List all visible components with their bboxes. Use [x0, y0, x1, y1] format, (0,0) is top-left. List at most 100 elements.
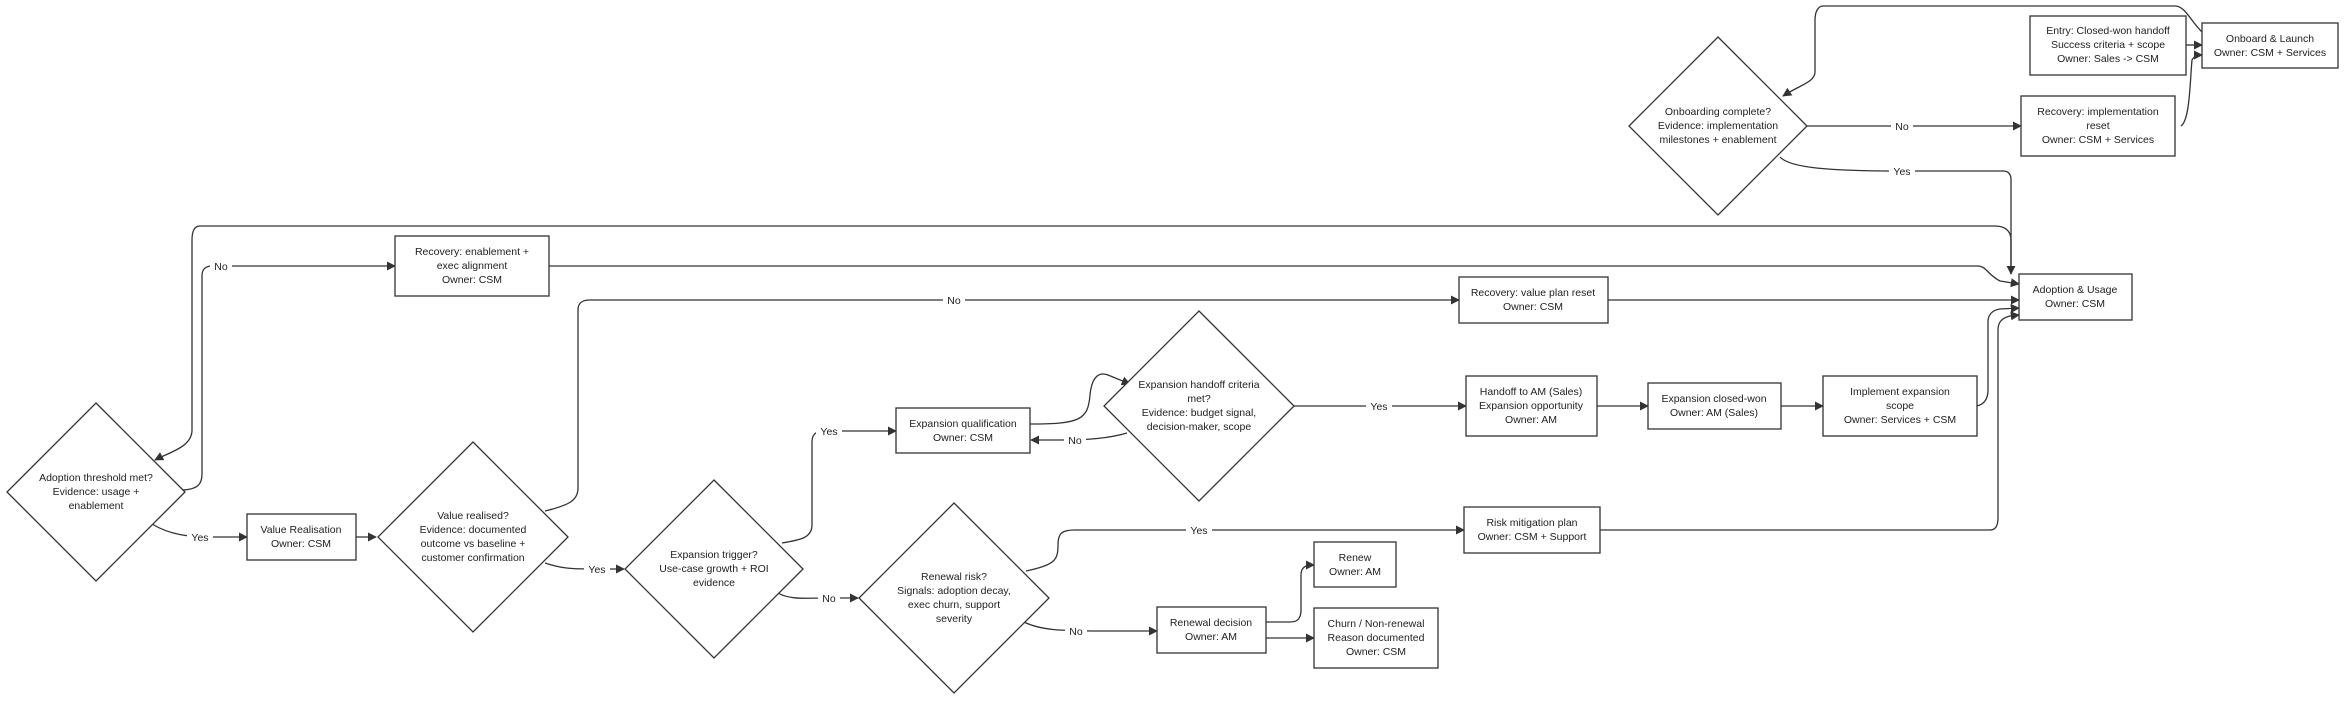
node-risk-mitigation-line: Risk mitigation plan [1486, 517, 1577, 529]
node-implement-expansion-line: Owner: Services + CSM [1844, 414, 1956, 426]
node-entry-line: Success criteria + scope [2051, 39, 2165, 51]
edge-label-handoff-criteria-no: No [1068, 435, 1082, 447]
node-renewal-risk-diamond [858, 502, 1050, 694]
node-expansion-won[interactable]: Expansion closed-won Owner: AM (Sales) [1647, 382, 1782, 430]
edge-label-bg [584, 563, 610, 576]
node-renewal-decision-box [1156, 606, 1267, 654]
node-onboard-line: Onboard & Launch [2226, 33, 2314, 45]
edge-label-expansion-trigger-yes: Yes [820, 426, 837, 438]
node-onboarding-complete-line: Onboarding complete? [1665, 106, 1771, 118]
edge-label-handoff-criteria-yes: Yes [1370, 401, 1387, 413]
edge-label-expansion-trigger-no: No [822, 593, 836, 605]
node-recovery-enable-line: Owner: CSM [442, 274, 502, 286]
node-risk-mitigation-line: Owner: CSM + Support [1478, 531, 1587, 543]
edge-recovery-impl-to-onboard [2180, 50, 2203, 127]
edge-label-value-realised-no: No [947, 295, 961, 307]
node-expansion-qual[interactable]: Expansion qualification Owner: CSM [895, 407, 1031, 454]
node-value-realisation-box [246, 513, 357, 561]
edge-renewal-risk-yes [1025, 525, 1465, 572]
edge-label-bg [1891, 120, 1913, 133]
node-value-realised[interactable]: Value realised? Evidence: documented out… [377, 441, 569, 633]
node-recovery-impl-line: reset [2086, 120, 2109, 132]
node-implement-expansion[interactable]: Implement expansion scope Owner: Service… [1822, 375, 1978, 437]
edge-adoption-to-threshold [154, 225, 2012, 461]
node-renew-line: Renew [1339, 552, 1372, 564]
edge-label-bg [1065, 625, 1087, 638]
node-churn-box [1313, 607, 1439, 669]
edge-label-threshold-no: No [214, 261, 228, 273]
node-value-realised-line: customer confirmation [421, 552, 524, 564]
node-expansion-handoff-criteria-line: Expansion handoff criteria [1138, 379, 1259, 391]
node-handoff-am-line: Expansion opportunity [1479, 400, 1584, 412]
edge-label-renewal-risk-no: No [1069, 626, 1083, 638]
node-churn-line: Owner: CSM [1346, 646, 1406, 658]
node-recovery-enable-box [394, 235, 550, 297]
node-onboarding-complete-diamond [1628, 36, 1808, 216]
node-recovery-value[interactable]: Recovery: value plan reset Owner: CSM [1458, 276, 1609, 324]
node-expansion-won-line: Expansion closed-won [1661, 393, 1766, 405]
node-churn[interactable]: Churn / Non-renewal Reason documented Ow… [1313, 607, 1439, 669]
node-risk-mitigation-box [1463, 506, 1601, 554]
edge-label-bg [1889, 165, 1915, 178]
edge-label-value-realised-yes: Yes [588, 564, 605, 576]
edge-threshold-no [179, 261, 396, 491]
node-expansion-handoff-criteria-diamond [1103, 310, 1295, 502]
edge-implement-to-adoption [1976, 303, 2020, 407]
node-recovery-impl[interactable]: Recovery: implementation reset Owner: CS… [2020, 95, 2176, 157]
node-handoff-am-box [1465, 375, 1598, 437]
node-recovery-impl-line: Recovery: implementation [2037, 106, 2159, 118]
node-expansion-trigger-line: Expansion trigger? [670, 549, 758, 561]
node-adoption-threshold-line: enablement [69, 500, 124, 512]
node-adoption-usage-box [2018, 273, 2133, 321]
node-renew-box [1313, 541, 1397, 588]
node-value-realisation-line: Value Realisation [261, 524, 342, 536]
node-expansion-handoff-criteria[interactable]: Expansion handoff criteria met? Evidence… [1103, 310, 1295, 502]
node-recovery-value-box [1458, 276, 1609, 324]
edge-renewal-decision-to-renew [1266, 560, 1315, 623]
node-renew[interactable]: Renew Owner: AM [1313, 541, 1397, 588]
node-adoption-threshold[interactable]: Adoption threshold met? Evidence: usage … [6, 402, 186, 582]
edge-qual-to-handoff-criteria [1029, 373, 1131, 425]
node-value-realisation[interactable]: Value Realisation Owner: CSM [246, 513, 357, 561]
node-onboard[interactable]: Onboard & Launch Owner: CSM + Services [2201, 22, 2339, 69]
node-renewal-risk-line: severity [936, 613, 973, 625]
node-churn-line: Churn / Non-renewal [1328, 618, 1425, 630]
node-churn-line: Reason documented [1328, 632, 1425, 644]
node-entry-line: Owner: Sales -> CSM [2057, 53, 2159, 65]
edge-handoff-criteria-no [1030, 432, 1128, 445]
node-entry[interactable]: Entry: Closed-won handoff Success criter… [2029, 15, 2187, 76]
node-expansion-handoff-criteria-line: met? [1187, 393, 1211, 405]
node-value-realised-line: outcome vs baseline + [421, 538, 526, 550]
node-adoption-threshold-line: Evidence: usage + [53, 486, 140, 498]
edge-label-bg [210, 260, 232, 273]
node-expansion-handoff-criteria-line: Evidence: budget signal, [1142, 407, 1256, 419]
edge-label-bg [1064, 434, 1086, 447]
node-entry-box [2029, 15, 2187, 76]
node-recovery-impl-box [2020, 95, 2176, 157]
node-onboard-box [2201, 22, 2339, 69]
node-adoption-threshold-diamond [6, 402, 186, 582]
node-adoption-usage-line: Owner: CSM [2045, 298, 2105, 310]
node-renewal-decision[interactable]: Renewal decision Owner: AM [1156, 606, 1267, 654]
node-value-realised-line: Value realised? [437, 510, 509, 522]
node-handoff-am[interactable]: Handoff to AM (Sales) Expansion opportun… [1465, 375, 1598, 437]
node-recovery-enable[interactable]: Recovery: enablement + exec alignment Ow… [394, 235, 550, 297]
node-recovery-enable-line: exec alignment [437, 260, 508, 272]
node-onboarding-complete[interactable]: Onboarding complete? Evidence: implement… [1628, 36, 1808, 216]
edge-risk-mitigation-to-adoption [1600, 311, 2020, 531]
node-value-realised-line: Evidence: documented [420, 524, 527, 536]
edge-expansion-trigger-yes [781, 426, 897, 544]
node-implement-expansion-line: Implement expansion [1850, 386, 1950, 398]
node-recovery-value-line: Owner: CSM [1503, 301, 1563, 313]
node-expansion-trigger[interactable]: Expansion trigger? Use-case growth + ROI… [624, 479, 804, 659]
node-onboarding-complete-line: Evidence: implementation [1658, 120, 1778, 132]
edge-label-threshold-yes: Yes [191, 532, 208, 544]
node-handoff-am-line: Owner: AM [1505, 414, 1557, 426]
node-onboarding-complete-line: milestones + enablement [1659, 134, 1776, 146]
node-adoption-usage[interactable]: Adoption & Usage Owner: CSM [2018, 273, 2133, 321]
edge-label-bg [816, 425, 842, 438]
node-implement-expansion-box [1822, 375, 1978, 437]
node-risk-mitigation[interactable]: Risk mitigation plan Owner: CSM + Suppor… [1463, 506, 1601, 554]
node-renewal-risk[interactable]: Renewal risk? Signals: adoption decay, e… [858, 502, 1050, 694]
